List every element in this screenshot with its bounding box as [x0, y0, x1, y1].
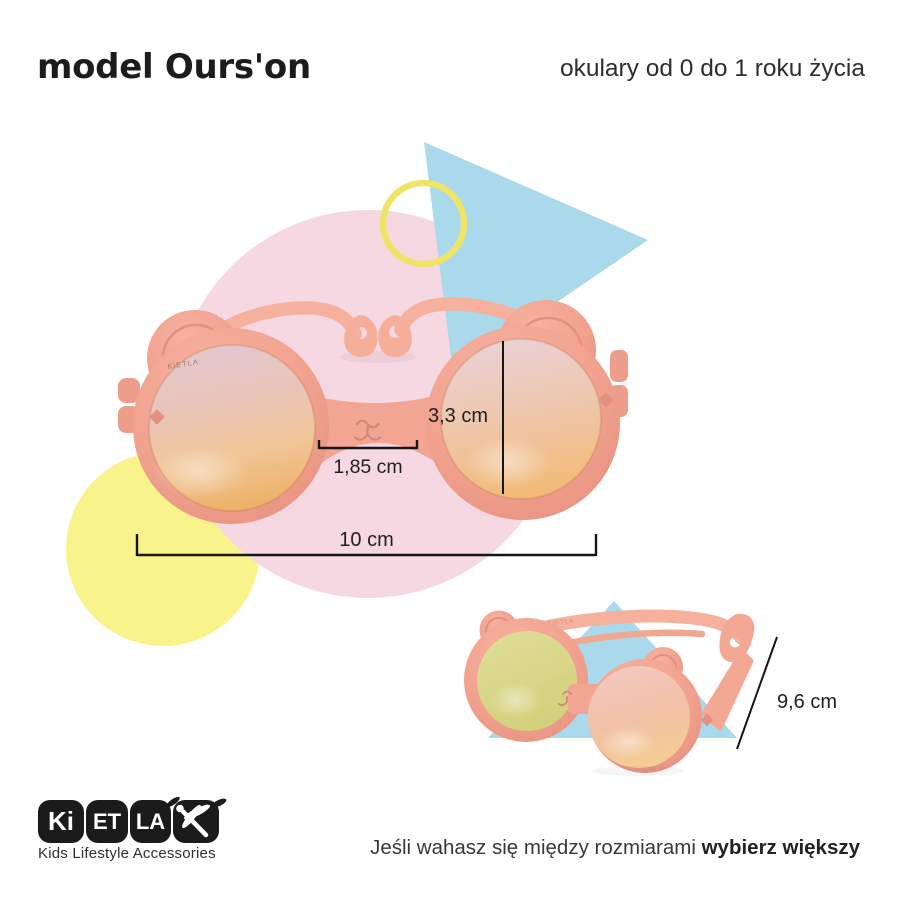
blue-triangle: [424, 142, 648, 373]
hinge-foot-left: [344, 315, 378, 358]
lens-right-highlight: [464, 436, 552, 488]
frame-width-label: 10 cm: [339, 529, 394, 551]
hinge-foot-right: [378, 315, 412, 358]
dragonfly-icon: [166, 796, 227, 838]
side-rear-lens-highlight: [490, 682, 542, 718]
hinge-tab-right-top: [610, 350, 628, 382]
size-advice-bold: wybierz większy: [701, 836, 860, 859]
glasses-side-view: KiETLA: [464, 609, 755, 776]
bridge-width-bracket: [317, 440, 419, 450]
temple-left: [215, 301, 362, 341]
brand-logo: Ki ET LA Kids Lifestyle Accessories: [38, 796, 238, 862]
lens-left-bezel: [148, 344, 316, 512]
temple-length-line: [736, 636, 778, 750]
lens-right-bezel: [440, 338, 602, 500]
logo-block-et: ET: [86, 800, 128, 843]
logo-block-dragonfly: [166, 796, 227, 843]
temple-right: [394, 297, 541, 337]
brand-mark-side: KiETLA: [548, 619, 575, 627]
logo-block-la: LA: [130, 800, 171, 843]
logo-tagline: Kids Lifestyle Accessories: [38, 845, 216, 862]
logo-block-ki: Ki: [38, 800, 84, 843]
side-nose-engraving: [558, 690, 572, 707]
glasses-front-view: KiETLA: [118, 297, 628, 524]
yellow-ring: [379, 179, 468, 268]
size-advice-note: Jeśli wahasz się między rozmiarami wybie…: [370, 836, 860, 860]
bridge-width-label: 1,85 cm: [333, 456, 403, 478]
temple-length-label: 9,6 cm: [777, 691, 838, 713]
logo-blocks: Ki ET LA: [38, 796, 238, 843]
hinge-tab-left-top: [118, 378, 140, 403]
lens-left-highlight: [152, 446, 248, 498]
size-advice-regular: Jeśli wahasz się między rozmiarami: [370, 836, 696, 859]
bridge: [310, 393, 446, 472]
bear-nose-engraving: [353, 419, 382, 441]
side-shadow: [592, 766, 684, 776]
page-title: model Ours'on: [37, 47, 311, 87]
page-subtitle: okulary od 0 do 1 roku życia: [559, 55, 865, 82]
side-strap-hinge: [719, 613, 755, 663]
frame-width-bracket: [135, 534, 598, 557]
side-front-lens-highlight: [600, 726, 656, 758]
side-temple-descender: [701, 649, 754, 731]
lens-height-label: 3,3 cm: [427, 405, 488, 427]
